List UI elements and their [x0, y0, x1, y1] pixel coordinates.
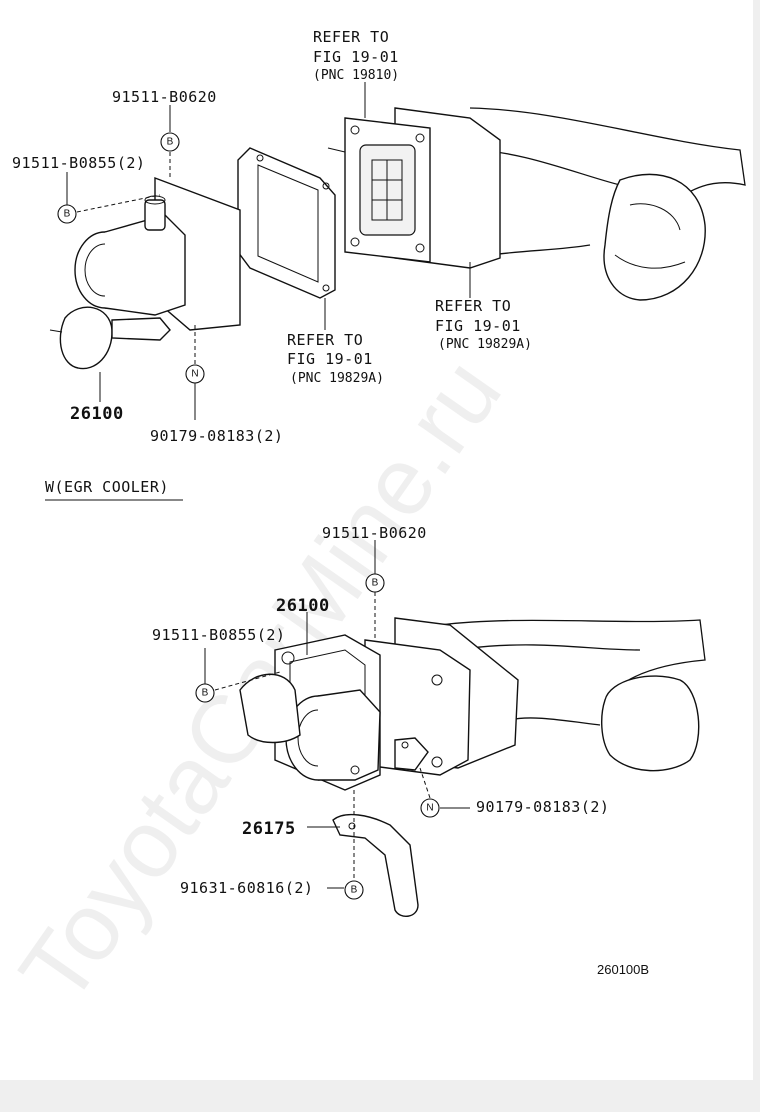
- page-edge-bottom: [0, 1080, 760, 1112]
- refer-right-line3: (PNC 19829A): [438, 337, 532, 352]
- refer-right-line1: REFER TO: [435, 297, 511, 315]
- lower-bracket: [332, 813, 419, 917]
- lower-part-label-91511-b0855: 91511-B0855(2): [152, 626, 285, 644]
- refer-mid-line1: REFER TO: [287, 331, 363, 349]
- refer-top-line1: REFER TO: [313, 28, 389, 46]
- lower-part-label-26175: 26175: [242, 819, 296, 839]
- svg-text:B: B: [351, 885, 358, 896]
- svg-text:B: B: [167, 137, 174, 148]
- upper-symbol-b-left: B: [57, 204, 77, 224]
- lower-part-label-90179: 90179-08183(2): [476, 798, 609, 816]
- lower-part-label-91631: 91631-60816(2): [180, 879, 313, 897]
- refer-right-line2: FIG 19-01: [435, 317, 521, 335]
- svg-text:N: N: [191, 369, 198, 380]
- refer-top-line2: FIG 19-01: [313, 48, 399, 66]
- refer-top-line3: (PNC 19810): [313, 68, 399, 83]
- lower-symbol-b-top: B: [365, 573, 385, 593]
- svg-text:N: N: [426, 803, 433, 814]
- upper-egr-valve-body: [327, 107, 501, 269]
- upper-symbol-n: N: [185, 364, 205, 384]
- upper-part-label-26100: 26100: [70, 404, 124, 424]
- svg-text:B: B: [372, 578, 379, 589]
- lower-part-label-26100: 26100: [276, 596, 330, 616]
- lower-part-label-91511-b0620: 91511-B0620: [322, 524, 427, 542]
- lower-intake-pipe: [439, 619, 706, 772]
- upper-part-label-91511-b0620: 91511-B0620: [112, 88, 217, 106]
- lower-egr-cooler-body: [364, 617, 519, 776]
- upper-symbol-b-top: B: [160, 132, 180, 152]
- refer-mid-line2: FIG 19-01: [287, 350, 373, 368]
- refer-mid-line3: (PNC 19829A): [290, 371, 384, 386]
- lower-symbol-b-left: B: [195, 683, 215, 703]
- page-edge-right: [753, 0, 760, 1112]
- lower-symbol-b-bottom: B: [344, 880, 364, 900]
- upper-part-label-91511-b0855: 91511-B0855(2): [12, 154, 145, 172]
- upper-part-label-90179: 90179-08183(2): [150, 427, 283, 445]
- lower-throttle-body: [239, 634, 381, 791]
- upper-gasket: [237, 147, 336, 299]
- svg-text:B: B: [64, 209, 71, 220]
- upper-intake-pipe: [469, 107, 746, 301]
- figure-code: 260100B: [597, 962, 649, 977]
- upper-throttle-body: [49, 176, 241, 370]
- lower-symbol-n: N: [420, 798, 440, 818]
- svg-text:B: B: [202, 688, 209, 699]
- section-label-egr-cooler: W(EGR COOLER): [45, 478, 169, 496]
